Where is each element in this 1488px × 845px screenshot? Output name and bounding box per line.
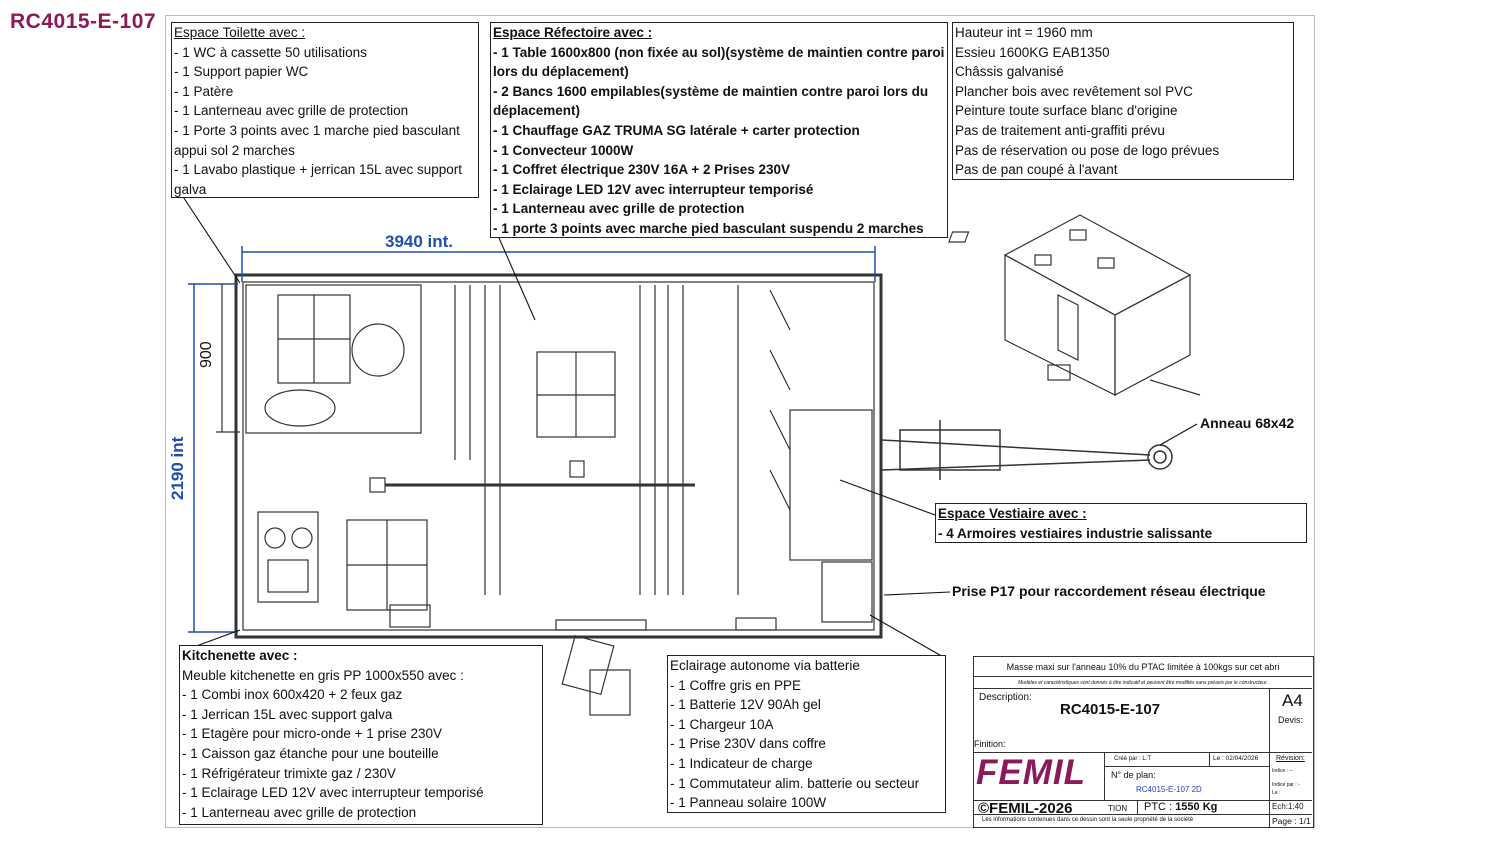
list-item: - 1 Indicateur de charge (670, 755, 813, 771)
door-step (561, 634, 615, 696)
spec-item: Plancher bois avec revêtement sol PVC (955, 83, 1193, 99)
height-dimension: 2190 int (168, 436, 187, 500)
created-by: Créé par : L.T (1114, 756, 1152, 762)
list-item: - 1 Caisson gaz étanche pour une bouteil… (182, 745, 439, 761)
eclairage-box: Eclairage autonome via batterie - 1 Coff… (667, 655, 946, 813)
spec-item: Peinture toute surface blanc d'origine (955, 103, 1178, 119)
list-item: - 1 Panneau solaire 100W (670, 795, 827, 811)
toilette-heading: Espace Toilette avec : (174, 25, 306, 40)
trailer-3d-view (948, 214, 1201, 396)
list-item: - 1 Batterie 12V 90Ah gel (670, 697, 821, 713)
list-item: déplacement) (493, 103, 581, 119)
femil-logo: FEMIL (976, 753, 1086, 792)
scale: Ech:1:40 (1272, 802, 1304, 811)
ptc-label: PTC : (1144, 801, 1173, 813)
list-item: - 1 Porte 3 points avec 1 marche pied ba… (174, 122, 460, 138)
plan-number: RC4015-E-107 2D (1136, 785, 1202, 794)
indice-par: Indicé par : - (1272, 782, 1300, 788)
list-item: - 1 Coffret électrique 230V 16A + 2 Pris… (493, 162, 791, 178)
drawing-sheet (165, 15, 1315, 828)
drawbar (881, 420, 1173, 480)
lockers (789, 409, 873, 561)
spec-item: Hauteur int = 1960 mm (955, 25, 1093, 40)
trailer-outline (234, 273, 883, 639)
list-item: - 1 Patère (174, 83, 234, 99)
revision-label: Révision: (1276, 755, 1305, 762)
format-value: A4 (1282, 691, 1303, 710)
toilette-box: Espace Toilette avec : - 1 WC à cassette… (171, 22, 479, 198)
prise-label: Prise P17 pour raccordement réseau élect… (952, 583, 1266, 599)
masse-note: Masse maxi sur l'anneau 10% du PTAC limi… (974, 657, 1312, 677)
spec-item: Pas de pan coupé à l'avant (955, 162, 1118, 178)
list-item: - 1 porte 3 points avec marche pied basc… (493, 220, 924, 236)
ownership-note: Les informations contenues dans ce dessi… (982, 817, 1194, 823)
list-item: - 2 Bancs 1600 empilables(système de mai… (493, 83, 929, 99)
indice: Indice : -- (1272, 768, 1293, 774)
list-item: - 1 Lanterneau avec grille de protection (174, 103, 409, 119)
specs-box: Hauteur int = 1960 mm Essieu 1600KG EAB1… (952, 22, 1294, 180)
list-item: galva (174, 181, 207, 197)
document-title: RC4015-E-107 (10, 10, 157, 33)
list-item: - 1 Chauffage GAZ TRUMA SG latérale + ca… (493, 122, 860, 138)
dimension-lines (188, 246, 876, 633)
tion-label: TION (1108, 804, 1128, 813)
washbasin (264, 389, 336, 427)
list-item: - 1 Chargeur 10A (670, 716, 774, 732)
date: Le : 02/04/2026 (1209, 752, 1258, 766)
page-number: Page : 1/1 (1272, 816, 1311, 826)
refectoire-box: Espace Réfectoire avec : - 1 Table 1600x… (490, 22, 948, 238)
anneau-label: Anneau 68x42 (1200, 415, 1295, 431)
description-value: RC4015-E-107 (1060, 701, 1161, 718)
list-item: - 1 Eclairage LED 12V avec interrupteur … (493, 181, 814, 197)
width-dimension: 3940 int. (385, 232, 454, 251)
ptc-value: 1550 Kg (1175, 801, 1218, 813)
toilet-dimension: 900 (198, 341, 215, 368)
list-item: - 1 Table 1600x800 (non fixée au sol)(sy… (493, 44, 945, 60)
spec-item: Châssis galvanisé (955, 64, 1064, 80)
list-item: - 1 Prise 230V dans coffre (670, 736, 826, 752)
finition-label: Finition: (974, 739, 1006, 749)
list-item: - 1 Support papier WC (174, 64, 309, 80)
battery-box (821, 561, 873, 623)
list-item: - 4 Armoires vestiaires industrie saliss… (938, 525, 1213, 541)
list-item: - 1 Réfrigérateur trimixte gaz / 230V (182, 765, 396, 781)
revision-date: Le : (1272, 790, 1281, 796)
spec-item: Pas de réservation ou pose de logo prévu… (955, 142, 1220, 158)
vestiaire-heading: Espace Vestiaire avec : (938, 506, 1087, 521)
list-item: - 1 Jerrican 15L avec support galva (182, 706, 393, 722)
list-item: - 1 Convecteur 1000W (493, 142, 634, 158)
list-item: - 1 Coffre gris en PPE (670, 677, 802, 693)
list-item: - 1 Commutateur alim. batterie ou secteu… (670, 775, 920, 791)
list-item: - 1 Etagère pour micro-onde + 1 prise 23… (182, 726, 443, 742)
list-item: lors du déplacement) (493, 64, 629, 80)
kitchenette-box: Kitchenette avec : Meuble kitchenette en… (179, 645, 543, 825)
eclairage-heading: Eclairage autonome via batterie (670, 658, 860, 673)
description-label: Description: (979, 692, 1032, 703)
list-item: - 1 Lanterneau avec grille de protection (493, 201, 745, 217)
wc (351, 323, 405, 377)
spec-item: Pas de traitement anti-graffiti prévu (955, 122, 1165, 138)
electric-box (369, 477, 386, 493)
title-block: Masse maxi sur l'anneau 10% du PTAC limi… (973, 656, 1314, 828)
kitchenette-heading: Kitchenette avec : (182, 648, 298, 663)
devis-label: Devis: (1278, 715, 1304, 725)
heater (569, 460, 585, 478)
list-item: - 1 Combi inox 600x420 + 2 feux gaz (182, 687, 403, 703)
plan-label: N° de plan: (1111, 770, 1156, 780)
list-item: - 1 Lavabo plastique + jerrican 15L avec… (174, 162, 463, 178)
spec-item: Essieu 1600KG EAB1350 (955, 44, 1110, 60)
copyright: ©FEMIL-2026 (978, 800, 1073, 817)
toilet-room (245, 284, 422, 434)
list-item: - 1 WC à cassette 50 utilisations (174, 44, 367, 60)
list-item: - 1 Eclairage LED 12V avec interrupteur … (182, 785, 484, 801)
list-item: - 1 Lanterneau avec grille de protection (182, 804, 417, 820)
list-item: Meuble kitchenette en gris PP 1000x550 a… (182, 667, 464, 683)
cooktop (257, 511, 319, 603)
list-item: appui sol 2 marches (174, 142, 295, 158)
vestiaire-box: Espace Vestiaire avec : - 4 Armoires ves… (935, 503, 1307, 543)
refectoire-heading: Espace Réfectoire avec : (493, 25, 653, 40)
modeles-note: Modèles et caractéristiques sont donnés … (974, 677, 1312, 689)
